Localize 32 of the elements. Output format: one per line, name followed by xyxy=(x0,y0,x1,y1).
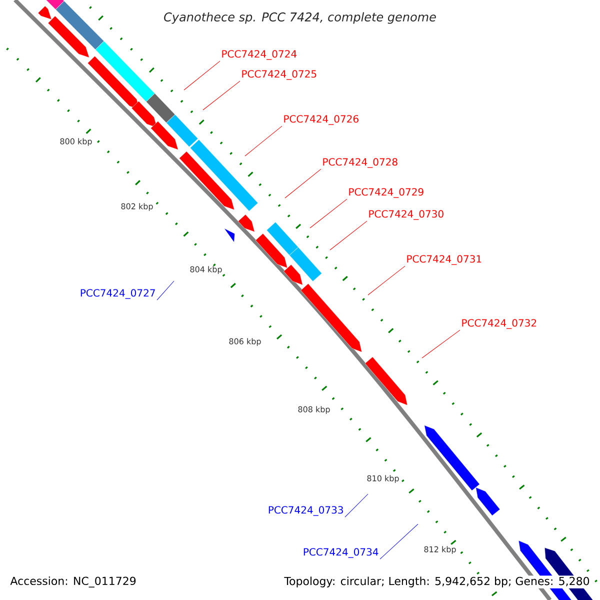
gene-label: PCC7424_0733 xyxy=(268,506,343,516)
scale-label: 810 kbp xyxy=(367,475,399,483)
gene-label: PCC7424_0732 xyxy=(462,319,536,329)
scale-label: 812 kbp xyxy=(424,546,456,554)
gene-label: PCC7424_0728 xyxy=(323,158,398,168)
leader-line xyxy=(156,280,174,300)
leader-line xyxy=(380,524,418,560)
leader-line xyxy=(202,80,240,110)
leader-line xyxy=(284,168,322,198)
leader-line xyxy=(368,266,406,296)
gene-label: PCC7424_0730 xyxy=(369,210,444,220)
leader-line xyxy=(184,60,220,90)
gene-label: PCC7424_0727 xyxy=(80,289,155,299)
genome-info-text: Topology: circular; Length: 5,942,652 bp; Genes: 5,280 xyxy=(283,576,591,588)
leader-line xyxy=(244,126,282,156)
leader-line xyxy=(310,198,348,228)
gene-label: PCC7424_0726 xyxy=(284,115,358,125)
scale-label: 808 kbp xyxy=(298,406,330,414)
accession-text: Accession: NC_011729 xyxy=(10,576,136,588)
leader-line xyxy=(330,220,368,250)
scale-label: 802 kbp xyxy=(121,203,153,211)
gene-label: PCC7424_0729 xyxy=(349,188,424,198)
gene-label: PCC7424_0734 xyxy=(304,548,378,558)
gene-label: PCC7424_0724 xyxy=(222,50,297,60)
title: Cyanothece sp. PCC 7424, complete genome xyxy=(164,12,436,24)
scale-label: 804 kbp xyxy=(190,266,222,274)
gene-label: PCC7424_0731 xyxy=(407,255,482,265)
leader-line xyxy=(344,494,368,518)
leader-line xyxy=(422,330,460,358)
gene-label: PCC7424_0725 xyxy=(242,70,316,80)
scale-label: 806 kbp xyxy=(229,338,261,346)
scale-label: 800 kbp xyxy=(60,138,92,146)
